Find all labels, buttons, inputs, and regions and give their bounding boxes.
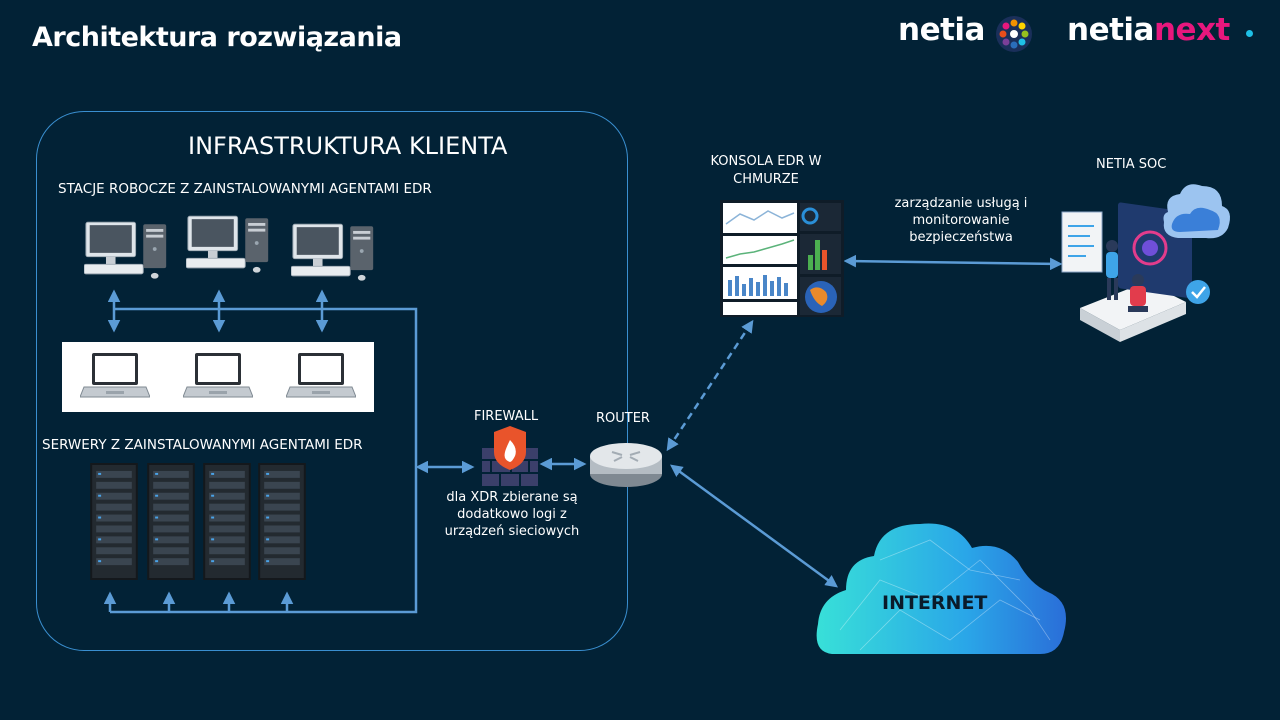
router-label: ROUTER	[596, 411, 650, 426]
workstations-label: STACJE ROBOCZE Z ZAINSTALOWANYMI AGENTAM…	[58, 181, 432, 197]
server-rack-icon	[147, 463, 195, 580]
soc-management-note: zarządzanie usługą i monitorowanie bezpi…	[894, 196, 1028, 245]
netianext-logo-dot	[1246, 30, 1253, 37]
laptop-icon	[286, 352, 356, 398]
edr-console-label: KONSOLA EDR W CHMURZE	[710, 154, 822, 187]
internal-bus-connector	[110, 307, 418, 614]
router-internet-link	[669, 464, 839, 588]
netia-logo-text: netia	[898, 12, 985, 48]
desktop-icon	[186, 215, 269, 274]
server-rack-icon	[203, 463, 251, 580]
edr-soc-link	[843, 254, 1063, 271]
router-icon	[590, 443, 662, 487]
laptop-icon	[80, 352, 150, 398]
netianext-logo: netianext	[1067, 12, 1230, 48]
desktop-icon	[84, 221, 167, 280]
soc-operators-icon	[1061, 184, 1230, 342]
servers-label: SERWERY Z ZAINSTALOWANYMI AGENTAMI EDR	[42, 437, 363, 453]
netia-logo-icon	[996, 16, 1032, 52]
slide-title: Architektura rozwiązania	[32, 22, 402, 53]
infrastructure-title: INFRASTRUKTURA KLIENTA	[188, 132, 508, 160]
server-rack-icon	[90, 463, 138, 580]
netianext-logo-part-a: netia	[1067, 12, 1154, 48]
desktop-icon	[291, 223, 374, 282]
router-edr-link	[666, 319, 754, 452]
xdr-logs-note: dla XDR zbierane są dodatkowo logi z urz…	[444, 490, 580, 539]
internet-cloud-icon	[816, 523, 1066, 654]
internet-label: INTERNET	[882, 592, 988, 614]
netianext-logo-part-b: next	[1153, 12, 1230, 48]
netia-soc-label: NETIA SOC	[1096, 157, 1167, 172]
firewall-icon	[482, 426, 538, 486]
firewall-label: FIREWALL	[474, 409, 539, 424]
edr-console-dashboard-icon	[720, 200, 844, 317]
laptop-icon	[183, 352, 253, 398]
client-infrastructure-box	[36, 111, 628, 651]
server-rack-icon	[258, 463, 306, 580]
